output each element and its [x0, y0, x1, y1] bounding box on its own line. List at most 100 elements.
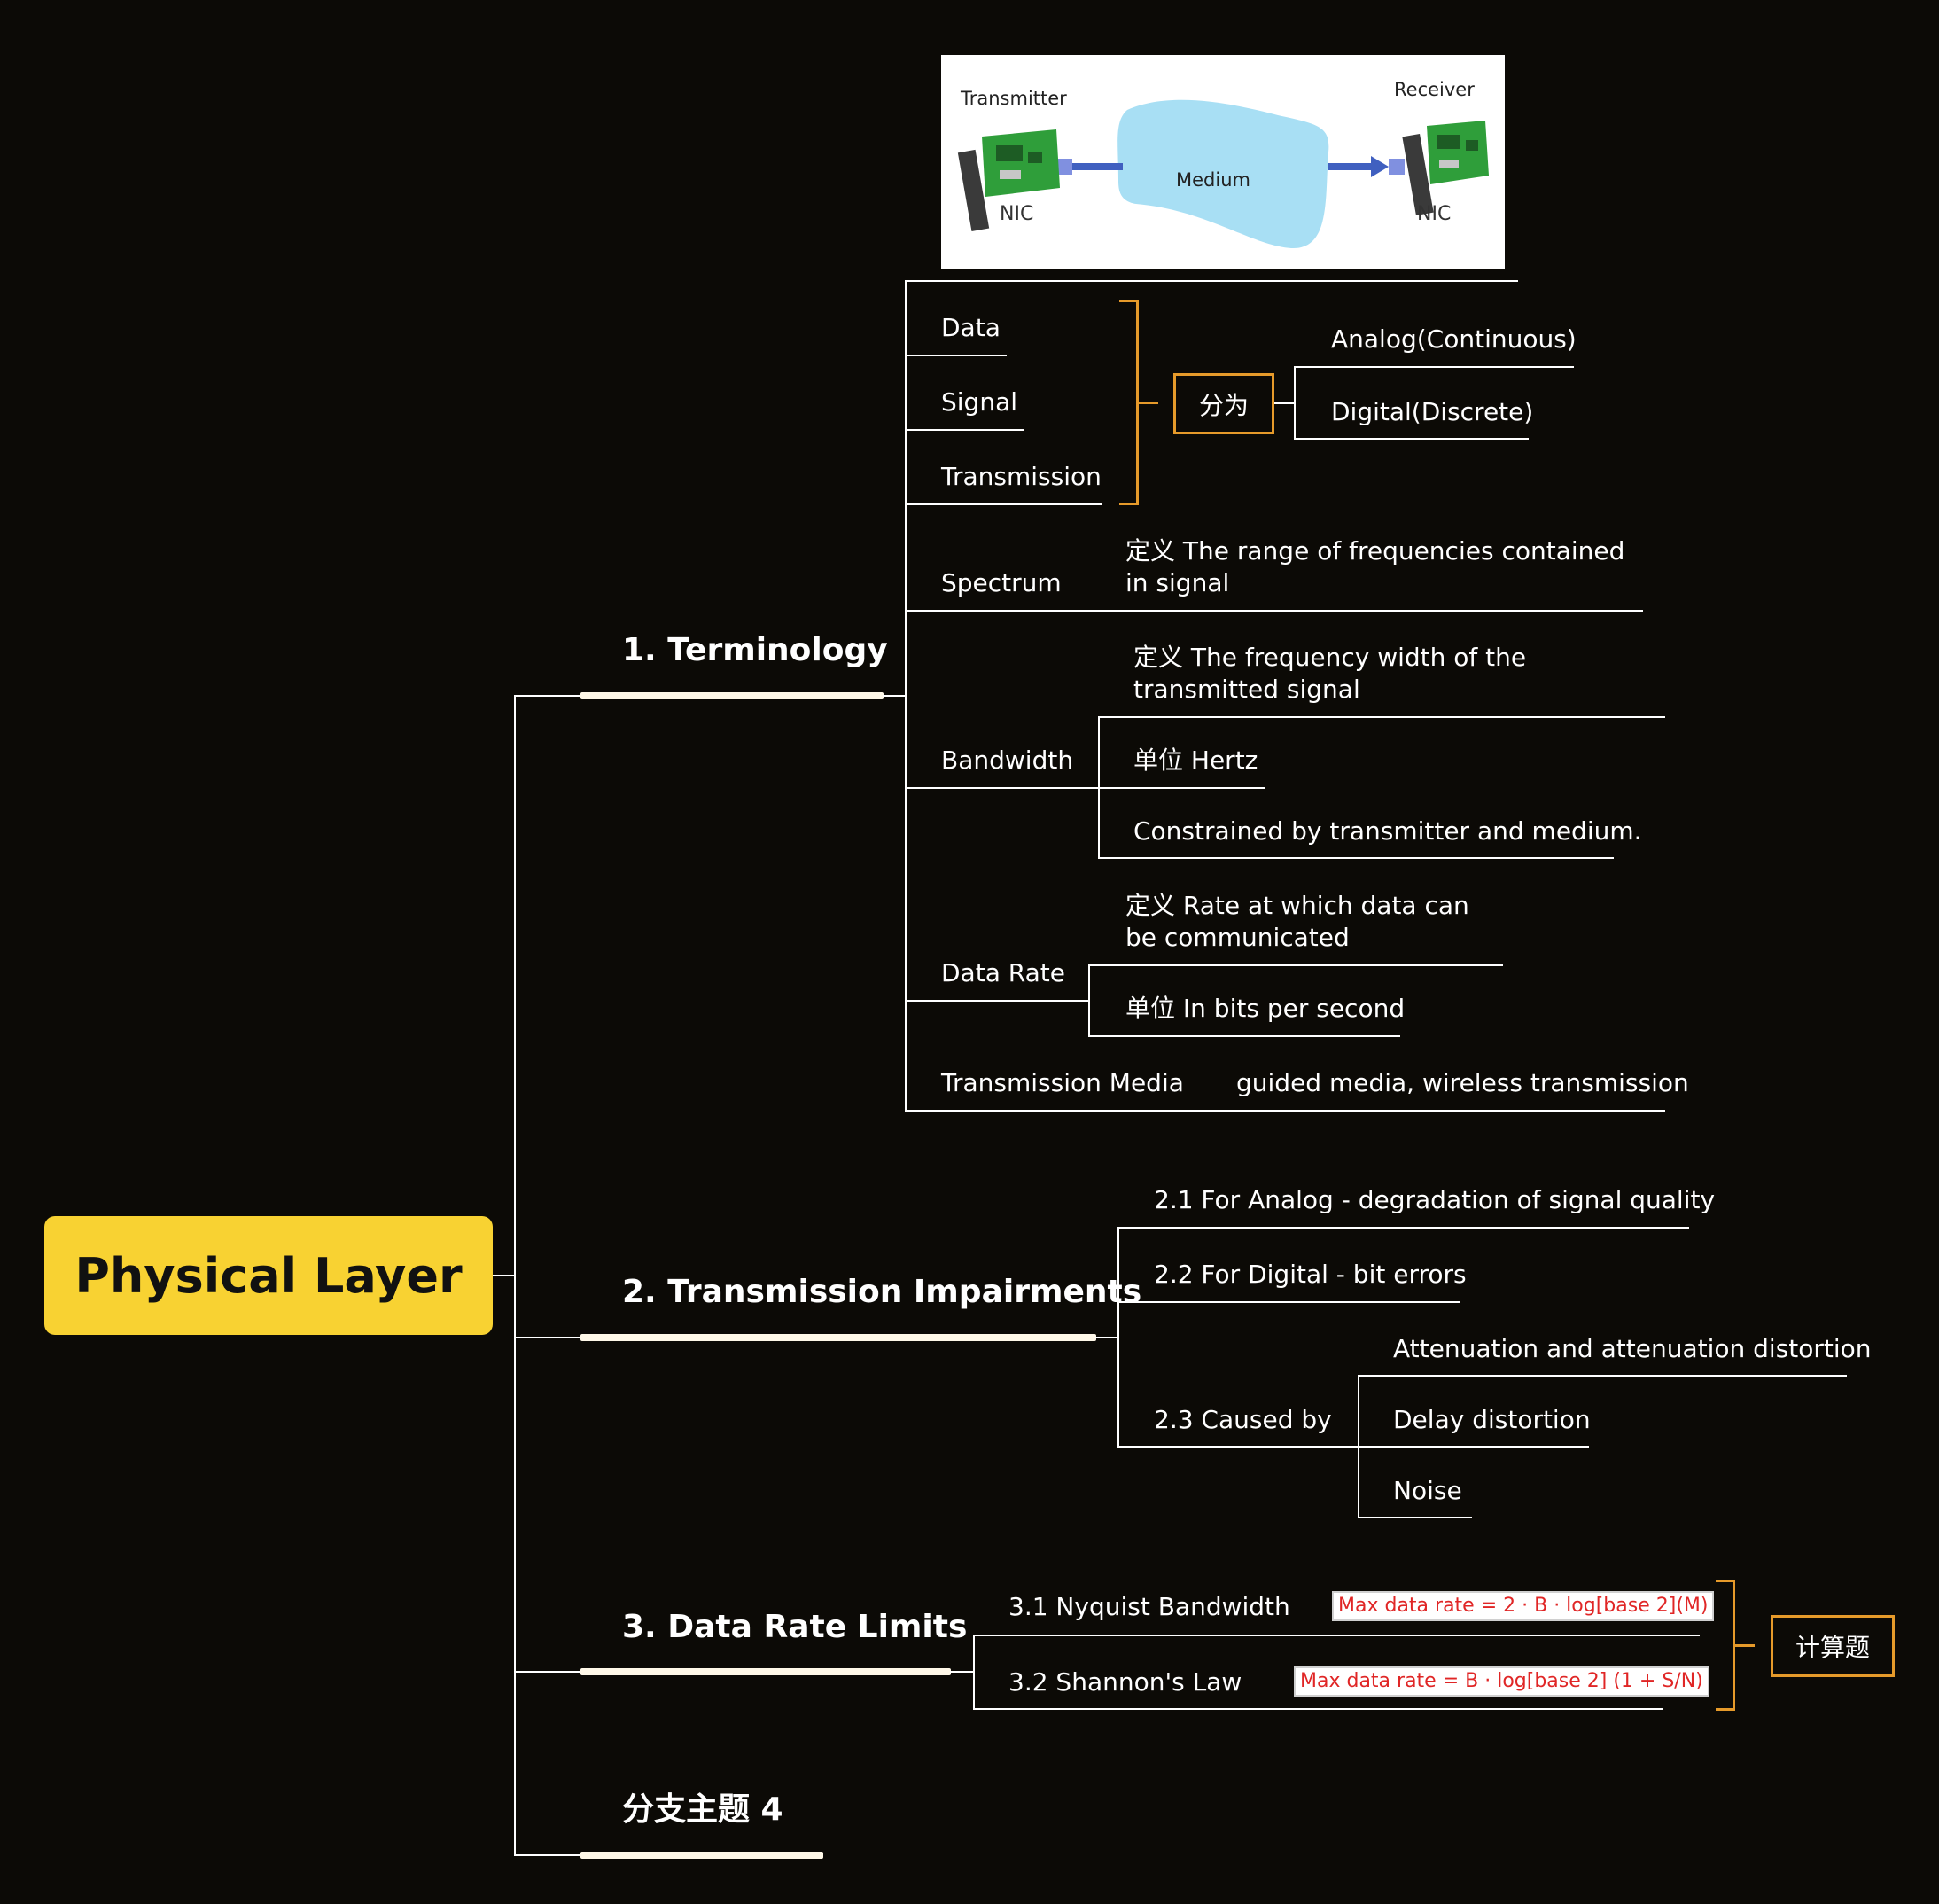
branch2-title[interactable]: 2. Transmission Impairments: [622, 1274, 1142, 1310]
calc-bracket-top: [1716, 1580, 1735, 1582]
branch1-tail: [883, 695, 906, 697]
medium-blob: [1117, 99, 1329, 249]
impairment-caused-by-underline: [1117, 1446, 1359, 1448]
bandwidth-constraint[interactable]: Constrained by transmitter and medium.: [1133, 816, 1642, 846]
branch3-title[interactable]: 3. Data Rate Limits: [622, 1609, 968, 1645]
impairment-digital-underline: [1117, 1301, 1460, 1303]
term-bandwidth[interactable]: Bandwidth: [941, 745, 1074, 775]
branch4-underline: [580, 1852, 823, 1859]
nyquist-formula[interactable]: Max data rate = 2 · B · log[base 2](M): [1332, 1591, 1715, 1621]
calc-bracket-stub: [1735, 1644, 1755, 1647]
divide-bracket-bottom: [1119, 503, 1139, 505]
impairment-analog-underline: [1117, 1227, 1689, 1229]
spectrum-underline: [905, 610, 1643, 612]
term-signal-underline: [905, 429, 1024, 431]
limits-spine: [973, 1635, 975, 1710]
root-connector: [493, 1275, 516, 1276]
calc-summary-box[interactable]: 计算题: [1771, 1615, 1895, 1677]
branch4-connector: [514, 1854, 581, 1856]
medium-label: Medium: [1176, 169, 1250, 191]
type-digital-underline: [1294, 438, 1529, 440]
bandwidth-def-underline: [1098, 716, 1665, 718]
data-rate-definition[interactable]: 定义 Rate at which data can be communicate…: [1125, 891, 1469, 952]
spectrum-definition[interactable]: 定义 The range of frequencies contained in…: [1125, 536, 1625, 597]
branch3-tail: [950, 1671, 975, 1673]
right-nic-icon: [1402, 121, 1489, 216]
transmission-media-underline: [905, 1110, 1665, 1112]
cause-attenuation-underline: [1358, 1375, 1847, 1377]
cause-attenuation[interactable]: Attenuation and attenuation distortion: [1393, 1334, 1872, 1363]
bandwidth-unit[interactable]: 单位 Hertz: [1133, 745, 1258, 775]
bandwidth-definition[interactable]: 定义 The frequency width of the transmitte…: [1133, 643, 1527, 704]
calc-bracket-vertical: [1733, 1580, 1735, 1711]
term-data-underline: [905, 355, 1007, 356]
transmission-media-description[interactable]: guided media, wireless transmission: [1236, 1068, 1689, 1097]
type-digital[interactable]: Digital(Discrete): [1331, 397, 1534, 426]
term-data[interactable]: Data: [941, 313, 1001, 342]
root-topic-label: Physical Layer: [74, 1247, 463, 1304]
shannon-formula[interactable]: Max data rate = B · log[base 2] (1 + S/N…: [1294, 1666, 1709, 1697]
left-cable: [1061, 163, 1123, 170]
term-transmission[interactable]: Transmission: [941, 462, 1102, 491]
branch2-underline: [580, 1334, 1096, 1341]
branch1-connector: [514, 695, 581, 697]
term-spectrum[interactable]: Spectrum: [941, 568, 1062, 597]
data-rate-underline: [905, 1000, 1090, 1002]
branch2-connector: [514, 1337, 581, 1338]
branch3-underline: [580, 1668, 951, 1675]
calc-summary-label: 计算题: [1795, 1633, 1870, 1662]
terminology-top-line: [905, 280, 1518, 282]
transmitter-label: Transmitter: [960, 88, 1067, 109]
impairment-caused-by[interactable]: 2.3 Caused by: [1154, 1405, 1332, 1434]
term-transmission-media[interactable]: Transmission Media: [941, 1068, 1184, 1097]
cause-noise[interactable]: Noise: [1393, 1476, 1462, 1505]
data-rate-unit[interactable]: 单位 In bits per second: [1125, 994, 1406, 1023]
root-topic[interactable]: Physical Layer: [44, 1216, 493, 1335]
branch4-title[interactable]: 分支主题 4: [622, 1791, 783, 1828]
calc-bracket-bottom: [1716, 1708, 1735, 1711]
branch3-connector: [514, 1671, 581, 1673]
divide-summary-label: 分为: [1198, 390, 1249, 420]
limit-shannon[interactable]: 3.2 Shannon's Law: [1008, 1667, 1242, 1697]
impairment-digital[interactable]: 2.2 For Digital - bit errors: [1154, 1260, 1467, 1289]
divide-bracket-stub: [1139, 402, 1158, 404]
divide-connector: [1274, 402, 1296, 404]
bandwidth-underline: [905, 787, 1100, 789]
data-rate-spine: [1088, 964, 1090, 1037]
cause-delay-underline: [1358, 1446, 1589, 1448]
right-cable: [1328, 163, 1371, 170]
limit-nyquist-underline: [973, 1635, 1700, 1636]
term-data-rate[interactable]: Data Rate: [941, 958, 1065, 987]
type-analog-underline: [1294, 366, 1574, 368]
term-signal[interactable]: Signal: [941, 387, 1018, 417]
main-trunk: [514, 695, 516, 1856]
terminology-spine: [905, 280, 907, 1112]
divide-bracket-top: [1119, 300, 1139, 302]
divide-summary-box[interactable]: 分为: [1173, 373, 1274, 434]
term-transmission-underline: [905, 503, 1102, 505]
receiver-label: Receiver: [1394, 79, 1475, 100]
impairments-spine: [1117, 1227, 1119, 1448]
bandwidth-constraint-underline: [1098, 857, 1614, 859]
nic-right-label: NIC: [1417, 203, 1451, 225]
cause-delay[interactable]: Delay distortion: [1393, 1405, 1591, 1434]
arrow-head: [1371, 156, 1389, 177]
divide-bracket-vertical: [1136, 300, 1139, 505]
branch2-tail: [1095, 1337, 1118, 1338]
impairment-analog[interactable]: 2.1 For Analog - degradation of signal q…: [1154, 1185, 1716, 1214]
bandwidth-unit-underline: [1098, 787, 1265, 789]
limit-shannon-underline: [973, 1708, 1663, 1710]
branch1-title[interactable]: 1. Terminology: [622, 632, 888, 668]
nic-left-label: NIC: [1000, 203, 1033, 225]
cause-noise-underline: [1358, 1517, 1472, 1518]
left-nic-icon: [957, 129, 1060, 232]
branch1-underline: [580, 692, 884, 699]
data-rate-unit-underline: [1088, 1035, 1400, 1037]
transmission-diagram-svg: Transmitter Receiver Medium NIC NIC: [957, 79, 1489, 249]
limit-nyquist[interactable]: 3.1 Nyquist Bandwidth: [1008, 1592, 1290, 1621]
data-rate-def-underline: [1088, 964, 1503, 966]
divide-spine: [1294, 366, 1296, 440]
type-analog[interactable]: Analog(Continuous): [1331, 324, 1577, 354]
transmission-illustration: Transmitter Receiver Medium NIC NIC: [941, 55, 1505, 269]
